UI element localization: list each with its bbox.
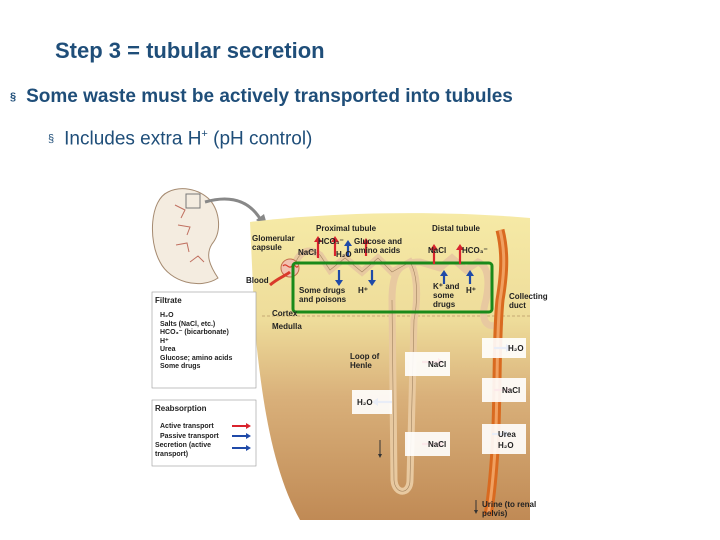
label-cd-nacl: NaCl bbox=[502, 386, 521, 395]
nephron-tubule-outline bbox=[294, 250, 417, 492]
label-blood: Blood bbox=[246, 276, 269, 285]
label-medulla: Medulla bbox=[272, 322, 302, 331]
label-loop-h2o: H₂O bbox=[357, 398, 373, 407]
bullet-marker: § bbox=[48, 133, 55, 146]
label-pt-nacl: NaCl bbox=[298, 248, 317, 257]
label-filtrate: Filtrate bbox=[155, 296, 182, 305]
label-cd-h2o-1: H₂O bbox=[508, 344, 524, 353]
blood-vessel bbox=[269, 270, 291, 287]
label-pt-drugs: Some drugs and poisons bbox=[299, 286, 347, 304]
bullet-marker: § bbox=[10, 91, 17, 103]
label-dt-hco3: HCO₃⁻ bbox=[462, 246, 488, 255]
filtrate-box bbox=[151, 291, 257, 389]
label-pt-h2o: H₂O bbox=[336, 250, 352, 259]
slide-title: Step 3 = tubular secretion bbox=[55, 38, 325, 63]
label-dt-nacl: NaCl bbox=[428, 246, 447, 255]
legend-active: Active transport bbox=[160, 423, 214, 430]
bullet-1: § Some waste must be actively transporte… bbox=[10, 86, 513, 108]
legend-secretion: Secretion (active transport) bbox=[155, 442, 212, 458]
label-loop-nacl-2: NaCl bbox=[428, 440, 447, 449]
kidney-icon bbox=[151, 188, 268, 285]
label-cortex: Cortex bbox=[272, 309, 298, 318]
secretion-highlight-box bbox=[291, 261, 494, 314]
label-pt-h: H⁺ bbox=[358, 286, 368, 295]
bullet-2-text: Includes extra H+ (pH control) bbox=[64, 128, 313, 150]
label-collecting-duct: Collecting duct bbox=[509, 292, 548, 310]
label-urine: Urine (to renal pelvis) bbox=[482, 500, 537, 518]
label-pt-glucose: Glucose and amino acids bbox=[354, 237, 403, 255]
bullet-1-text: Some waste must be actively transported … bbox=[26, 86, 513, 107]
legend-title: Reabsorption bbox=[155, 404, 207, 413]
label-dt-h: H⁺ bbox=[466, 286, 476, 295]
label-loop-of-henle: Loop of Henle bbox=[350, 352, 380, 370]
label-pt-hco3: HCO₃⁻ bbox=[318, 237, 344, 246]
label-cd-urea: Urea bbox=[498, 430, 516, 439]
label-dt-k: K⁺ and some drugs bbox=[433, 282, 460, 309]
label-glomerular-capsule: Glomerular capsule bbox=[252, 234, 295, 252]
legend-passive: Passive transport bbox=[160, 433, 219, 440]
label-cd-h2o-2: H₂O bbox=[498, 441, 514, 450]
legend bbox=[151, 399, 257, 467]
label-proximal-tubule: Proximal tubule bbox=[316, 224, 377, 233]
label-loop-nacl-1: NaCl bbox=[428, 360, 447, 369]
label-distal-tubule: Distal tubule bbox=[432, 224, 481, 233]
filtrate-list: H₂O Salts (NaCl, etc.) HCO₃⁻ (bicarbonat… bbox=[160, 312, 233, 370]
bullet-2: § Includes extra H+ (pH control) bbox=[48, 128, 312, 150]
